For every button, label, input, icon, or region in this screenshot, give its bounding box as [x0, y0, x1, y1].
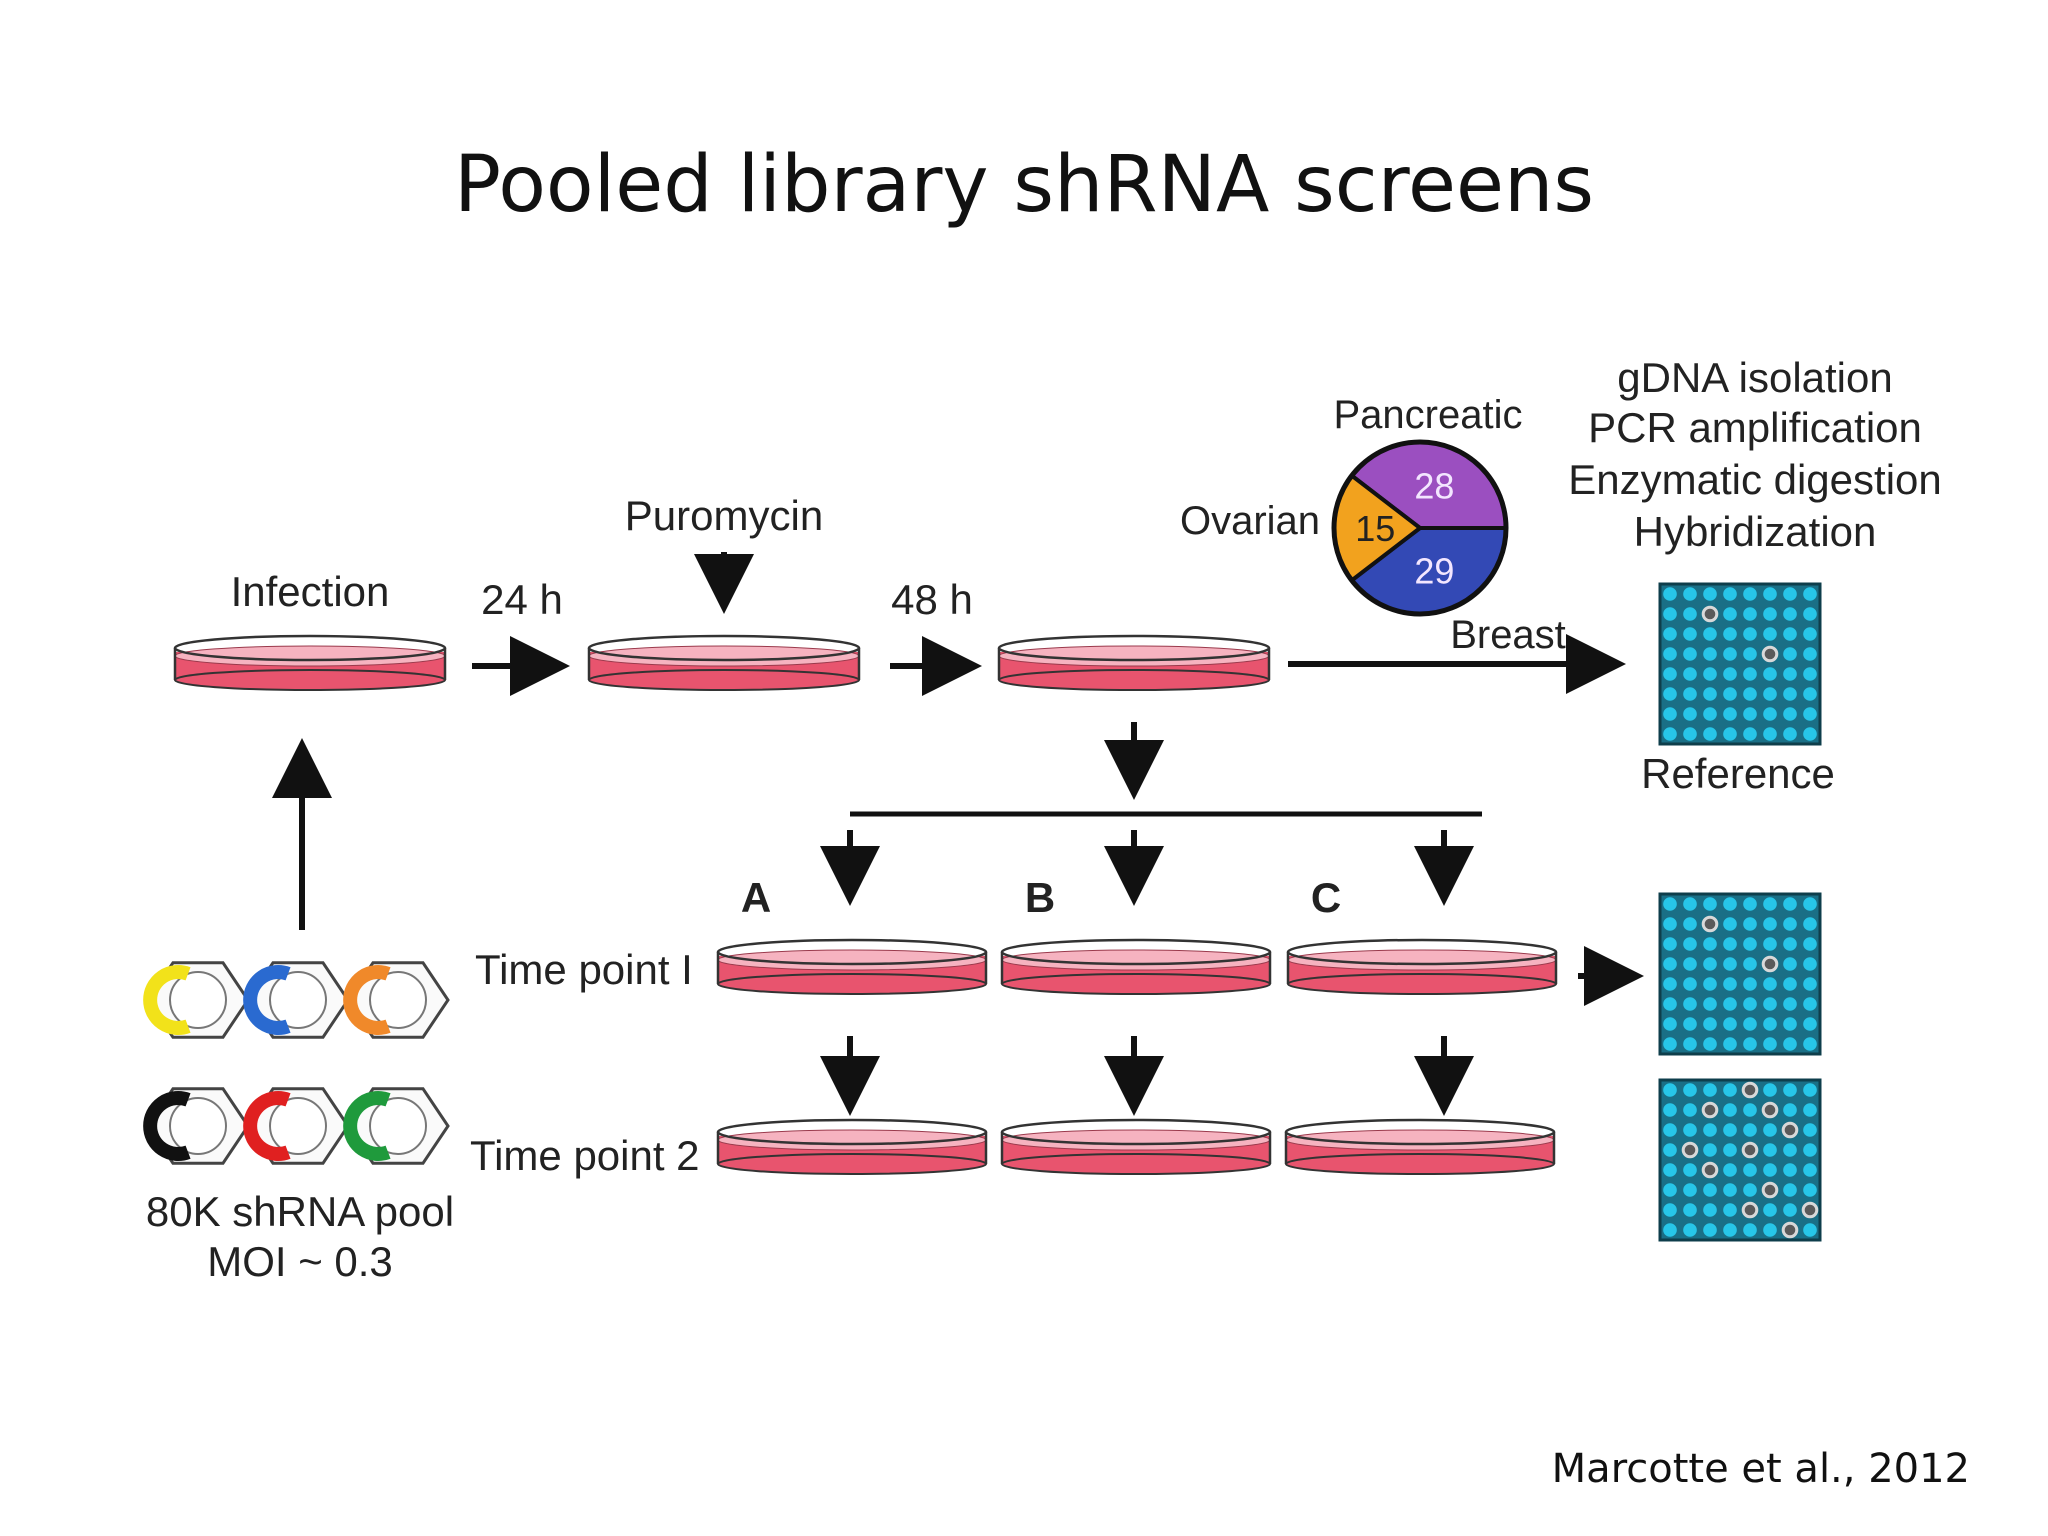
time-point-2-label: Time point 2 — [470, 1132, 700, 1179]
pie-chart: 28 29 15 — [1331, 439, 1509, 617]
dish-time-point-1-c — [1286, 938, 1558, 995]
dish-time-point-2-a — [716, 1118, 988, 1175]
pancreatic-label: Pancreatic — [1334, 393, 1523, 437]
processing-step: Enzymatic digestion — [1568, 456, 1942, 503]
plasmid-icon — [143, 1087, 250, 1165]
moi-label: MOI ~ 0.3 — [207, 1238, 393, 1285]
replicate-a-label: A — [741, 874, 771, 921]
pie-value-breast: 29 — [1414, 550, 1454, 591]
reference-array — [1658, 582, 1822, 746]
culture-dishes — [173, 634, 1558, 1175]
shrna-plasmids — [143, 961, 450, 1165]
flow-arrows — [272, 552, 1644, 1116]
citation: Marcotte et al., 2012 — [1551, 1446, 1970, 1492]
plasmid-icon — [243, 961, 350, 1039]
time-point-2-array — [1658, 1078, 1822, 1242]
replicate-c-label: C — [1311, 874, 1341, 921]
processing-step: PCR amplification — [1588, 404, 1922, 451]
dish-time-point-1-b — [1000, 938, 1272, 995]
processing-steps: gDNA isolation PCR amplification Enzymat… — [1568, 354, 1942, 555]
dish-48h — [997, 634, 1271, 691]
dish-puromycin — [587, 634, 861, 691]
dish-time-point-2-c — [1284, 1118, 1556, 1175]
breast-label: Breast — [1450, 613, 1566, 657]
microarrays — [1658, 582, 1822, 1242]
slide-title: Pooled library shRNA screens — [453, 140, 1595, 230]
time-48h-label: 48 h — [891, 576, 973, 623]
puromycin-label: Puromycin — [625, 492, 823, 539]
plasmid-icon — [343, 961, 450, 1039]
replicate-b-label: B — [1025, 874, 1055, 921]
pool-label: 80K shRNA pool — [146, 1188, 454, 1235]
dish-time-point-1-a — [716, 938, 988, 995]
reference-label: Reference — [1641, 750, 1835, 797]
time-24h-label: 24 h — [481, 576, 563, 623]
dish-time-point-2-b — [1000, 1118, 1272, 1175]
ovarian-label: Ovarian — [1180, 499, 1320, 543]
pie-value-ovarian: 15 — [1355, 508, 1395, 549]
infection-label: Infection — [231, 568, 390, 615]
processing-step: gDNA isolation — [1617, 354, 1892, 401]
time-point-1-array — [1658, 892, 1822, 1056]
plasmid-icon — [243, 1087, 350, 1165]
plasmid-icon — [143, 961, 250, 1039]
plasmid-icon — [343, 1087, 450, 1165]
dish-infection — [173, 634, 447, 691]
processing-step: Hybridization — [1634, 508, 1877, 555]
pie-value-pancreatic: 28 — [1414, 466, 1454, 507]
time-point-1-label: Time point I — [475, 946, 693, 993]
